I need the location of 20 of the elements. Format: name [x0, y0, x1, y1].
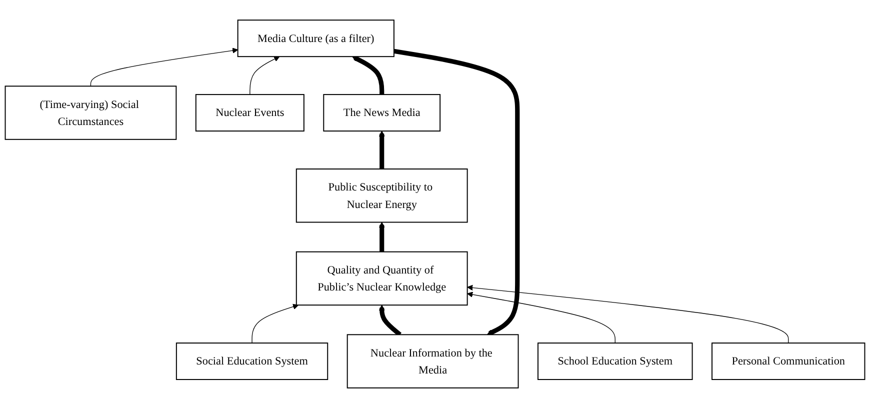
arrow	[378, 130, 385, 169]
node-box: School Education System	[537, 342, 693, 380]
arrow	[352, 56, 384, 95]
arrow	[394, 48, 520, 336]
node-box: The News Media	[323, 94, 441, 132]
arrow	[252, 304, 299, 344]
arrow	[467, 284, 789, 344]
node-box: Nuclear Events	[195, 94, 304, 132]
arrow	[467, 292, 616, 344]
node-box: Personal Communication	[712, 342, 866, 380]
arrow	[378, 222, 385, 252]
node-box: Quality and Quantity of Public’s Nuclear Knowledge	[296, 251, 468, 306]
arrow	[378, 304, 402, 336]
node-box: Nuclear Information by the Media	[346, 334, 519, 388]
arrow	[250, 56, 280, 95]
arrow	[90, 48, 238, 86]
node-box: Social Education System	[176, 342, 328, 380]
node-box: Public Susceptibility to Nuclear Energy	[296, 168, 468, 223]
node-box: (Time-varying) Social Circumstances	[4, 86, 177, 140]
node-box: Media Culture (as a filter)	[237, 20, 394, 58]
